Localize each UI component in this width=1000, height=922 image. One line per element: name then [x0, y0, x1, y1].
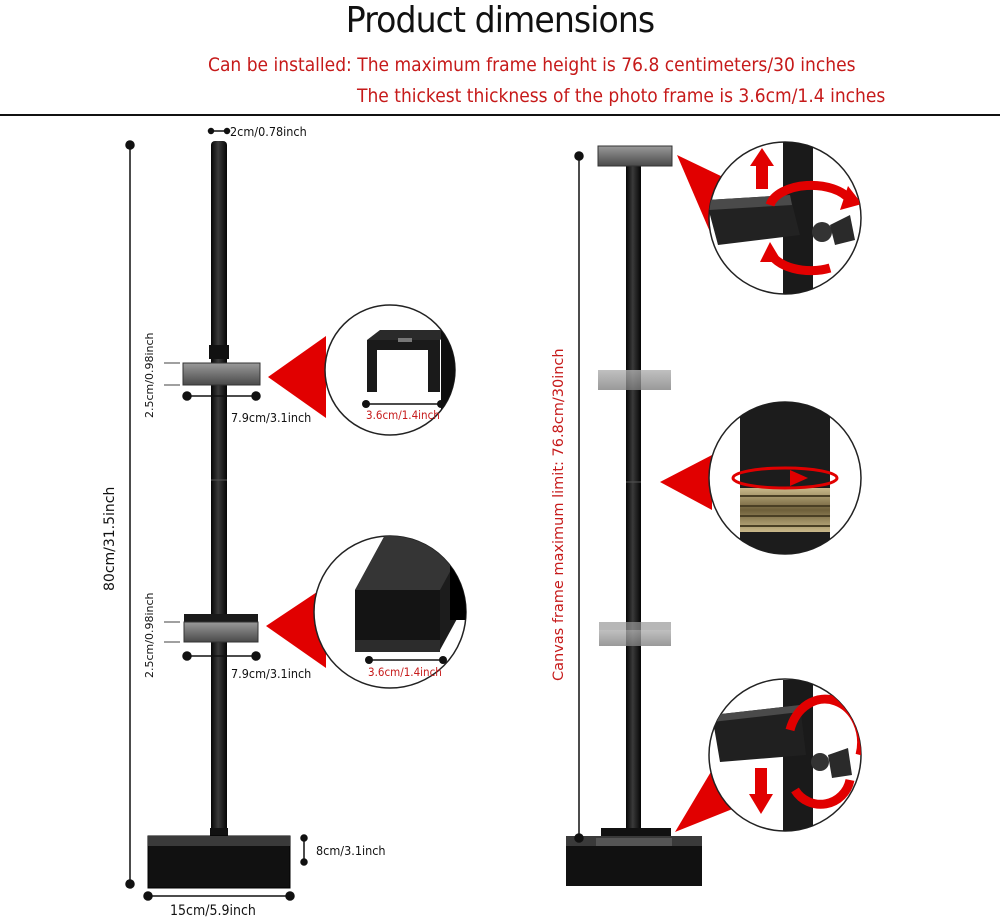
- left-stand: [147, 141, 291, 889]
- joint-callout-arrow: [660, 455, 712, 510]
- upper-tray-callout-arrow: [268, 336, 326, 418]
- right-stand: [566, 145, 702, 886]
- lower-tray-detail: [313, 535, 467, 689]
- right-dimension-line: [574, 151, 584, 843]
- lower-tray-width-label: 7.9cm/3.1inch: [231, 666, 312, 681]
- total-height-label: 80cm/31.5inch: [102, 486, 118, 591]
- upper-tray-depth-label: 3.6cm/1.4inch: [366, 408, 440, 422]
- header-divider: [0, 114, 1000, 116]
- lower-tray-depth-label: 3.6cm/1.4inch: [368, 665, 442, 679]
- threaded-joint-detail: [708, 401, 862, 555]
- base-height-label: 8cm/3.1inch: [316, 843, 386, 858]
- page-title: Product dimensions: [345, 0, 655, 41]
- subtitle-max-height: Can be installed: The maximum frame heig…: [208, 54, 856, 76]
- pole-diameter-label: 2cm/0.78inch: [230, 124, 307, 139]
- upper-tray-detail: [324, 304, 456, 436]
- top-clamp-detail: [708, 141, 862, 295]
- upper-tray-height-label: 2.5cm/0.98inch: [143, 332, 156, 418]
- lower-tray-height-label: 2.5cm/0.98inch: [143, 592, 156, 678]
- lower-tray-callout-arrow: [266, 586, 326, 668]
- base-width-label: 15cm/5.9inch: [170, 903, 256, 919]
- subtitle-max-thickness: The thickest thickness of the photo fram…: [357, 85, 886, 107]
- upper-tray-width-label: 7.9cm/3.1inch: [231, 410, 312, 425]
- left-dimensions: [125, 127, 308, 901]
- canvas-limit-label: Canvas frame maximum limit: 76.8cm/30inc…: [551, 348, 567, 681]
- bottom-tray-detail: [708, 678, 862, 832]
